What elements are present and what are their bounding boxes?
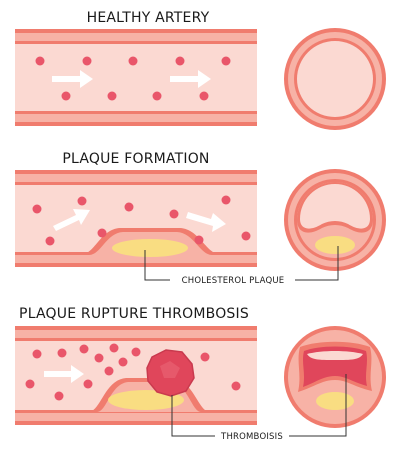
thrombosis-callout: THROMBOISIS — [171, 374, 347, 442]
blood-cell — [199, 91, 209, 101]
healthy-artery-title: HEALTHY ARTERY — [87, 10, 210, 26]
blood-clot-highlight — [160, 361, 180, 378]
healthy-vessel-cross-section — [284, 28, 386, 130]
rupture-vessel-cross-section — [284, 326, 386, 428]
blood-cell — [97, 228, 107, 238]
blood-cell — [221, 195, 231, 205]
flow-arrow-icon — [186, 212, 226, 232]
blood-cell — [45, 236, 55, 246]
flow-arrow-icon — [53, 209, 90, 231]
blood-cell — [82, 56, 92, 66]
cross-section-narrowed-lumen — [300, 184, 370, 229]
blood-cell — [221, 56, 231, 66]
blood-cell — [57, 348, 67, 358]
blood-cell — [25, 379, 35, 389]
plaque-vessel-longitudinal — [15, 170, 257, 267]
flow-arrows-rupture — [44, 365, 84, 383]
plaque-rupture-title: PLAQUE RUPTURE THROMBOSIS — [19, 306, 249, 322]
blood-cells-healthy — [35, 56, 231, 101]
plaque-vessel-cross-section — [284, 169, 386, 271]
blood-cell — [77, 196, 87, 206]
plaque-formation-title: PLAQUE FORMATION — [62, 151, 209, 167]
cross-section-lumen — [297, 41, 373, 117]
callout-line — [289, 374, 347, 437]
blood-cell — [61, 91, 71, 101]
thrombosis-label: THROMBOISIS — [220, 432, 283, 442]
blood-cell — [194, 235, 204, 245]
cholesterol-plaque-label: CHOLESTEROL PLAQUE — [182, 276, 285, 286]
healthy-artery-panel: HEALTHY ARTERY — [15, 10, 386, 130]
cholesterol-plaque-callout: CHOLESTEROL PLAQUE — [144, 246, 339, 286]
blood-cell — [200, 352, 210, 362]
blood-cell — [32, 204, 42, 214]
blood-cell — [104, 366, 114, 376]
blood-cell — [169, 209, 179, 219]
callout-line — [295, 246, 339, 281]
blood-cell — [32, 349, 42, 359]
blood-cell — [128, 56, 138, 66]
blood-cell — [107, 91, 117, 101]
blood-cells-rupture — [25, 343, 241, 401]
blood-cell — [54, 391, 64, 401]
callout-line — [171, 395, 215, 437]
plaque-rupture-panel: PLAQUE RUPTURE THROMBOSIS — [15, 306, 386, 442]
flow-arrow-icon — [170, 70, 211, 88]
blood-cell — [118, 357, 128, 367]
plaque-formation-panel: PLAQUE FORMATION — [15, 151, 386, 286]
cross-section-plaque — [316, 392, 354, 410]
blood-cell — [175, 56, 185, 66]
blood-cell — [109, 343, 119, 353]
blood-cell — [152, 91, 162, 101]
blood-cells-plaque — [32, 195, 251, 246]
flow-arrows-plaque — [53, 209, 226, 232]
healthy-vessel-longitudinal — [15, 29, 257, 126]
blood-cell — [79, 344, 89, 354]
vessel-lumen — [15, 44, 257, 111]
callout-line — [144, 250, 170, 281]
flow-arrow-icon — [44, 365, 84, 383]
cross-section-plaque — [315, 236, 355, 254]
flow-arrow-icon — [52, 70, 93, 88]
blood-cell — [231, 381, 241, 391]
cholesterol-plaque — [112, 239, 188, 257]
blood-cell — [124, 202, 134, 212]
flow-arrows-healthy — [52, 70, 211, 88]
blood-cell — [131, 347, 141, 357]
blood-cell — [94, 353, 104, 363]
blood-cell — [83, 379, 93, 389]
blood-cell — [241, 231, 251, 241]
cross-section-residual-lumen — [307, 351, 363, 360]
blood-cell — [35, 56, 45, 66]
